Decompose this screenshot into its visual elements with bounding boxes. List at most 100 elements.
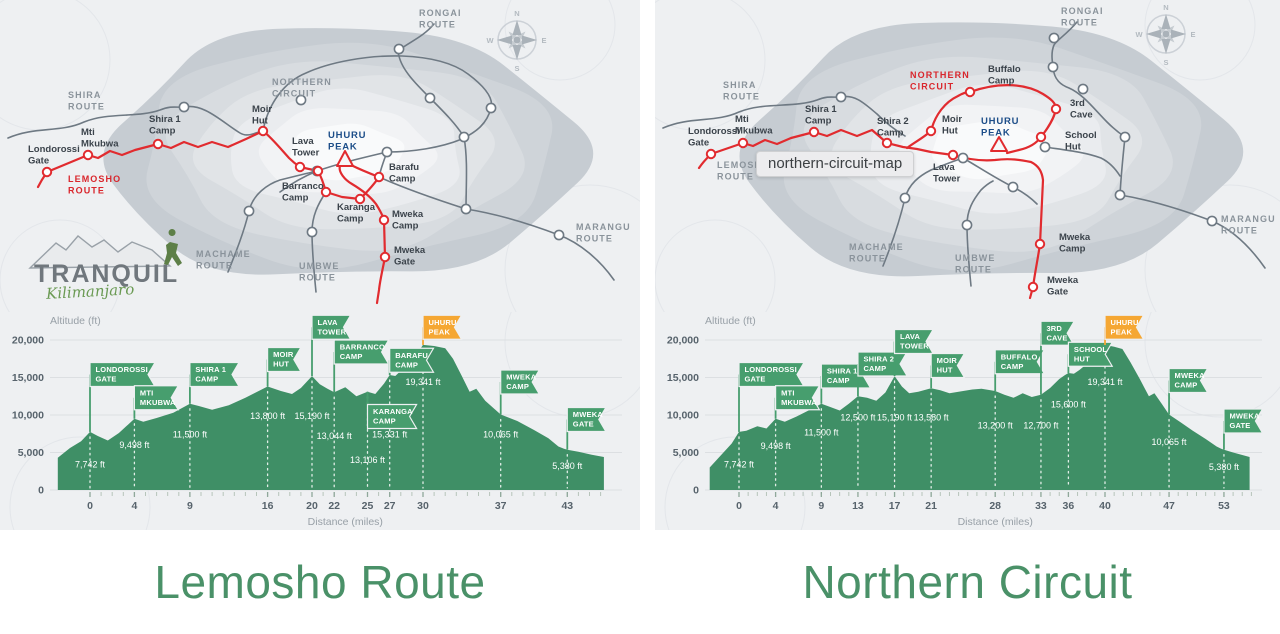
svg-text:0: 0 [38, 485, 44, 497]
svg-text:15,600 ft: 15,600 ft [1051, 400, 1087, 410]
waypoint-flag [1040, 320, 1076, 346]
waypoint-flag [389, 347, 435, 373]
svg-text:13: 13 [852, 500, 864, 512]
svg-text:21: 21 [925, 500, 937, 512]
svg-text:9,498 ft: 9,498 ft [761, 441, 792, 451]
svg-text:0: 0 [693, 485, 699, 497]
svg-text:27: 27 [384, 500, 396, 512]
svg-text:12,500 ft: 12,500 ft [840, 412, 876, 422]
svg-text:Distance (miles): Distance (miles) [308, 516, 383, 528]
northern-circuit-title: Northern Circuit [802, 556, 1133, 608]
svg-text:37: 37 [495, 500, 507, 512]
svg-text:13,200 ft: 13,200 ft [978, 421, 1014, 431]
waypoint-flag [267, 346, 302, 373]
svg-text:30: 30 [417, 500, 429, 512]
svg-text:15,331 ft: 15,331 ft [372, 430, 408, 440]
svg-text:19,341 ft: 19,341 ft [1087, 377, 1123, 387]
svg-text:11,500 ft: 11,500 ft [804, 427, 839, 437]
svg-text:5,380 ft: 5,380 ft [1209, 462, 1240, 472]
svg-text:43: 43 [561, 500, 573, 512]
svg-text:10,065 ft: 10,065 ft [483, 430, 519, 440]
lemosho-route-title: Lemosho Route [154, 556, 486, 608]
logo-wordmark: TRANQUIL [34, 260, 179, 288]
svg-text:47: 47 [1163, 500, 1175, 512]
svg-text:36: 36 [1063, 500, 1075, 512]
svg-text:4: 4 [131, 500, 137, 512]
svg-text:10,065 ft: 10,065 ft [1152, 437, 1188, 447]
svg-text:Altitude (ft): Altitude (ft) [705, 315, 756, 327]
svg-text:33: 33 [1035, 500, 1047, 512]
route-titles: Lemosho Route Northern Circuit [0, 530, 1280, 634]
svg-text:15,000: 15,000 [667, 372, 699, 384]
svg-text:13,580 ft: 13,580 ft [914, 412, 950, 422]
svg-text:13,106 ft: 13,106 ft [350, 455, 386, 465]
svg-text:16: 16 [262, 500, 274, 512]
svg-text:S: S [1163, 58, 1168, 67]
waypoint-flag [500, 369, 541, 395]
svg-text:E: E [541, 36, 546, 45]
svg-text:W: W [486, 36, 494, 45]
svg-text:12,700 ft: 12,700 ft [1023, 421, 1059, 431]
waypoint-nodes [705, 32, 1218, 293]
svg-text:E: E [1190, 30, 1195, 39]
svg-text:10,000: 10,000 [667, 410, 699, 422]
svg-text:S: S [514, 64, 519, 73]
svg-text:25: 25 [362, 500, 374, 512]
waypoint-flag [566, 406, 607, 433]
svg-text:15,000: 15,000 [12, 372, 44, 384]
waypoint-flag [893, 328, 935, 355]
svg-text:7,742 ft: 7,742 ft [724, 460, 755, 470]
waypoint-flag [89, 361, 157, 388]
svg-text:20: 20 [306, 500, 318, 512]
waypoint-flag [311, 314, 352, 340]
svg-text:22: 22 [328, 500, 340, 512]
waypoint-flag [1223, 408, 1264, 434]
waypoint-nodes [41, 43, 565, 263]
svg-text:Distance (miles): Distance (miles) [958, 516, 1033, 528]
